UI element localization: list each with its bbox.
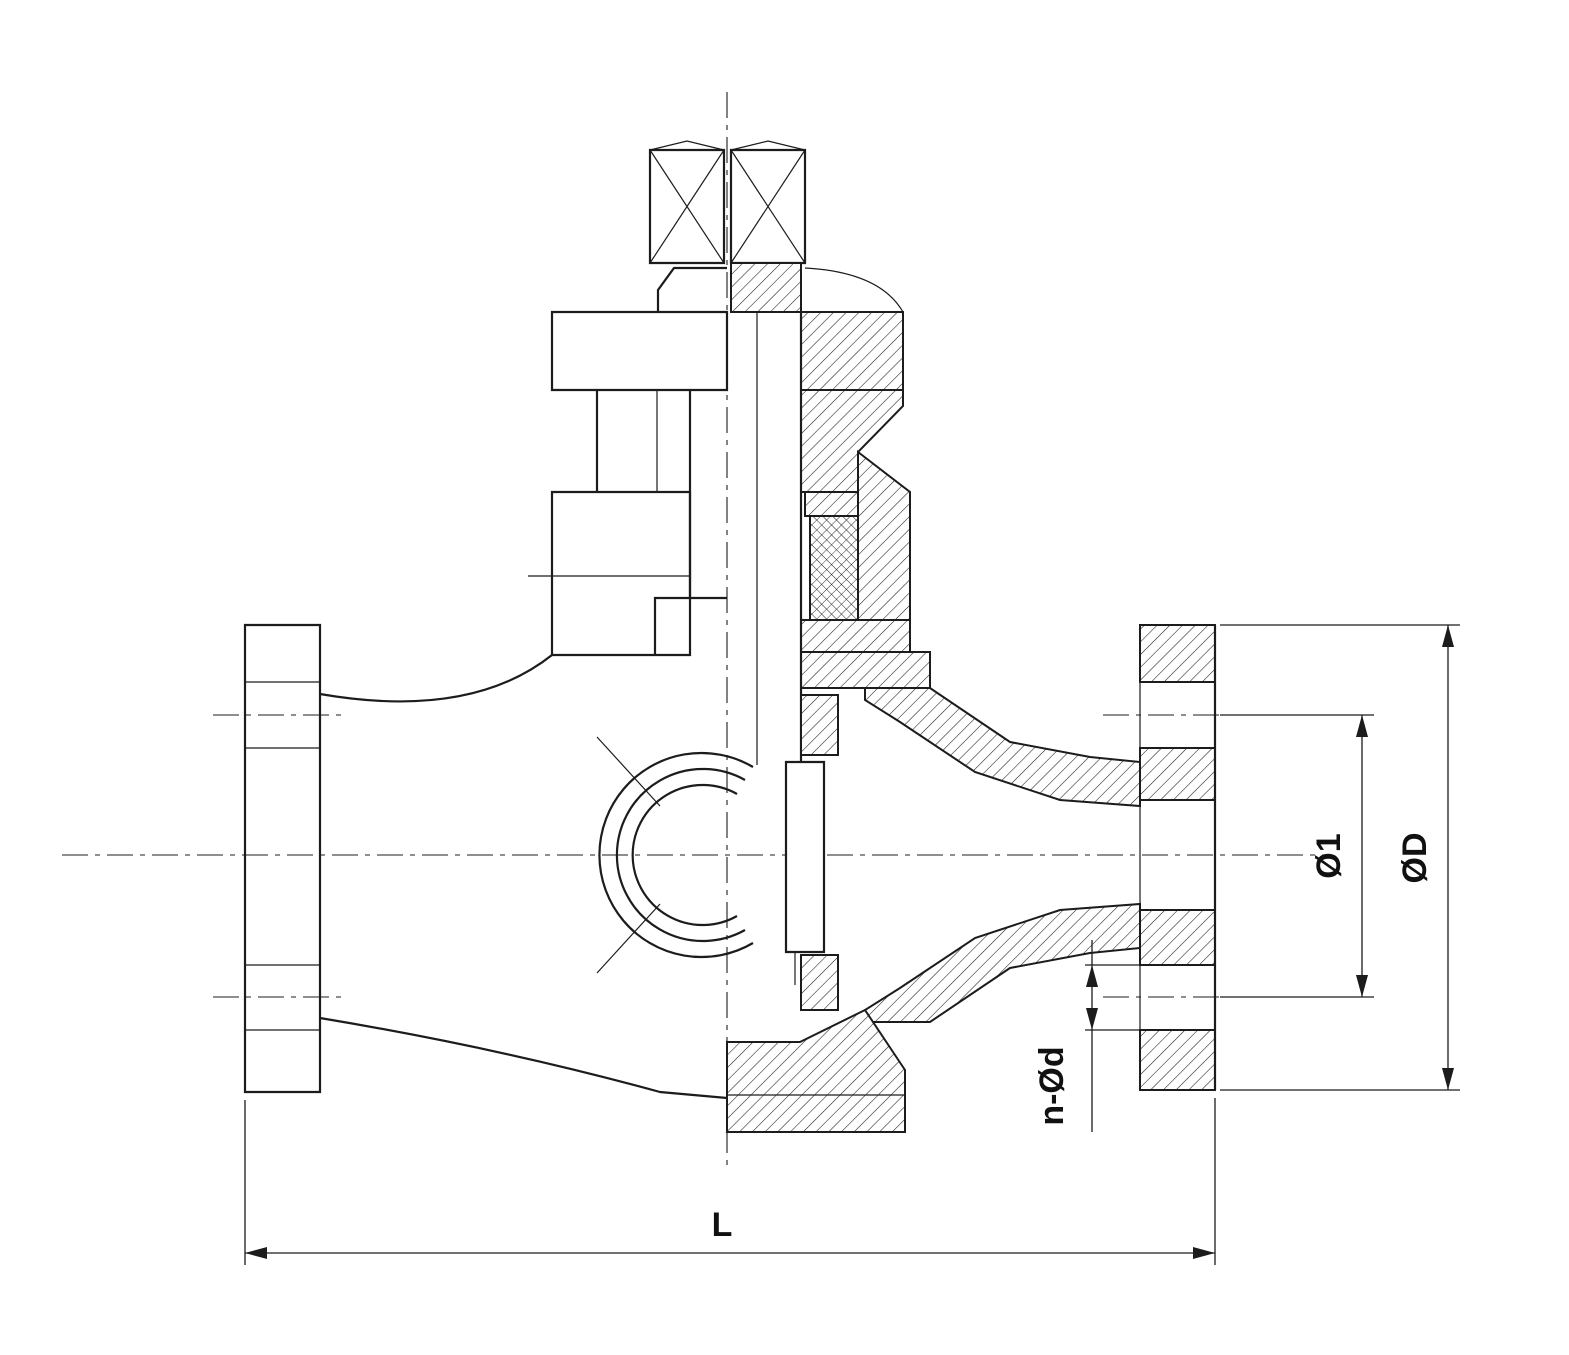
actuator-box-right-cross-icon: [730, 149, 806, 264]
dim-ext-line: [244, 1098, 1216, 1265]
actuator-box-left-cap: [649, 140, 725, 151]
right-flange-top-section-b: [1139, 747, 1216, 801]
body-wall-diagonal-bottom: [596, 903, 661, 974]
bonnet-top-plate-section: [800, 311, 904, 391]
seat-arc-inner: [631, 783, 738, 927]
left-flange-plate: [243, 623, 322, 1094]
arrow-right-icon: [1193, 1247, 1215, 1259]
body-top-left-profile: [319, 654, 553, 703]
dim-ext-line: [1085, 964, 1140, 1031]
stuffing-box-packing: [809, 515, 859, 621]
body-bottom-boss-section: [726, 1008, 906, 1133]
body-right-section: [726, 687, 1141, 1133]
dim-label-face-to-face: L: [712, 1206, 733, 1244]
arrow-down-icon: [1442, 1068, 1454, 1090]
seat-arc-middle: [615, 767, 746, 943]
left-flange-bolt-hole-top-lines: [245, 681, 320, 749]
body-top-wall-section: [864, 687, 1141, 808]
arrow-up-icon: [1086, 965, 1098, 987]
actuator-box-right-cap: [730, 140, 806, 151]
dim-ext-line: [1220, 714, 1374, 998]
dim-label-flange-od: ØD: [1396, 833, 1434, 884]
dimension-flange-od: ØD: [1220, 624, 1460, 1091]
bonnet-bell-curve: [804, 267, 904, 313]
gland-inner-step-left: [653, 492, 727, 655]
stem-nut-outline: [656, 266, 727, 312]
dim-ext-line: [1220, 624, 1460, 1091]
actuator-symbol: [648, 140, 807, 313]
dim-label-bolt-circle: Ø1: [1310, 833, 1348, 878]
bonnet-left-outline: [528, 310, 729, 657]
right-flange-top-section-a: [1139, 624, 1216, 683]
dimension-face-to-face: L: [244, 1098, 1216, 1265]
arrow-up-icon: [1356, 715, 1368, 737]
body-bonnet-joint-section: [800, 651, 931, 689]
arrow-left-icon: [245, 1247, 267, 1259]
arrow-up-icon: [1442, 625, 1454, 647]
bonnet-flange-section: [800, 619, 911, 653]
arrow-down-icon: [1086, 1008, 1098, 1030]
seat-retainer-top-section: [800, 694, 839, 756]
left-flange: [243, 623, 322, 1094]
gland-body-left: [550, 490, 692, 657]
valve-plug: [784, 760, 826, 954]
left-flange-bolt-hole-bottom-lines: [245, 964, 320, 1031]
right-flange: [1139, 624, 1217, 1091]
body-bottom-wall-section: [864, 902, 1141, 1023]
dimension-bolt-holes: n-Ød: [1033, 940, 1140, 1132]
right-flange-bottom-section-b: [1139, 1029, 1216, 1091]
dim-label-bolt-holes: n-Ød: [1033, 1046, 1071, 1125]
body-left-outline: [319, 654, 754, 1100]
bonnet-neck-left: [595, 390, 692, 492]
gland-follower-section: [804, 491, 859, 517]
body-bottom-left-profile: [319, 1016, 728, 1100]
yoke-sleeve-section: [730, 262, 802, 313]
dimension-bolt-circle: Ø1: [1220, 714, 1374, 998]
seat-retainer-bottom-section: [800, 954, 839, 1011]
bonnet-top-plate-left: [550, 310, 729, 392]
actuator-box-left-cross-icon: [649, 149, 725, 264]
seat-arc-outer: [598, 751, 754, 959]
right-flange-bottom-section-a: [1139, 909, 1216, 966]
bonnet-right-section: [756, 267, 931, 770]
arrow-down-icon: [1356, 975, 1368, 997]
body-wall-diagonal-top: [596, 736, 661, 807]
